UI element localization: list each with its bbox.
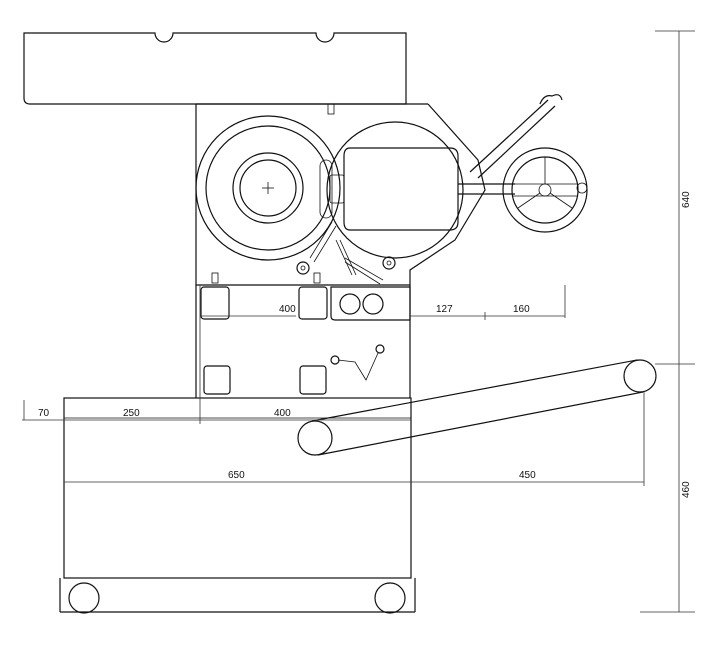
guide-slot [319, 159, 333, 219]
dim-650: 650 [228, 470, 245, 481]
dim-250: 250 [123, 408, 140, 419]
clamp [329, 174, 345, 204]
drum [319, 121, 464, 259]
dim-400-lower: 400 [274, 408, 291, 419]
machine-body [195, 103, 486, 286]
dim-400-upper: 400 [279, 304, 296, 315]
small-tab [211, 272, 219, 284]
control-box [298, 286, 328, 320]
lower-cabinet [59, 397, 416, 614]
wheel [374, 582, 406, 614]
small-tab [327, 103, 335, 115]
wheel [68, 582, 100, 614]
dim-70: 70 [38, 408, 50, 419]
feed-reel [195, 115, 341, 261]
dimension-lines: 400 127 160 70 250 400 650 450 640 460 [22, 30, 695, 613]
dim-450: 450 [519, 470, 536, 481]
control-box [203, 365, 231, 395]
dim-460: 460 [681, 481, 692, 498]
dim-127: 127 [436, 304, 453, 315]
top-hopper [23, 32, 407, 105]
take-up-spool [502, 147, 588, 233]
dim-160: 160 [513, 304, 530, 315]
small-tab [313, 272, 321, 284]
dim-640: 640 [681, 191, 692, 208]
middle-section [195, 285, 411, 398]
control-box [299, 365, 327, 395]
guide-rollers [296, 221, 396, 285]
conveyor [297, 359, 657, 456]
support-arm [458, 94, 563, 195]
control-box [200, 286, 230, 320]
